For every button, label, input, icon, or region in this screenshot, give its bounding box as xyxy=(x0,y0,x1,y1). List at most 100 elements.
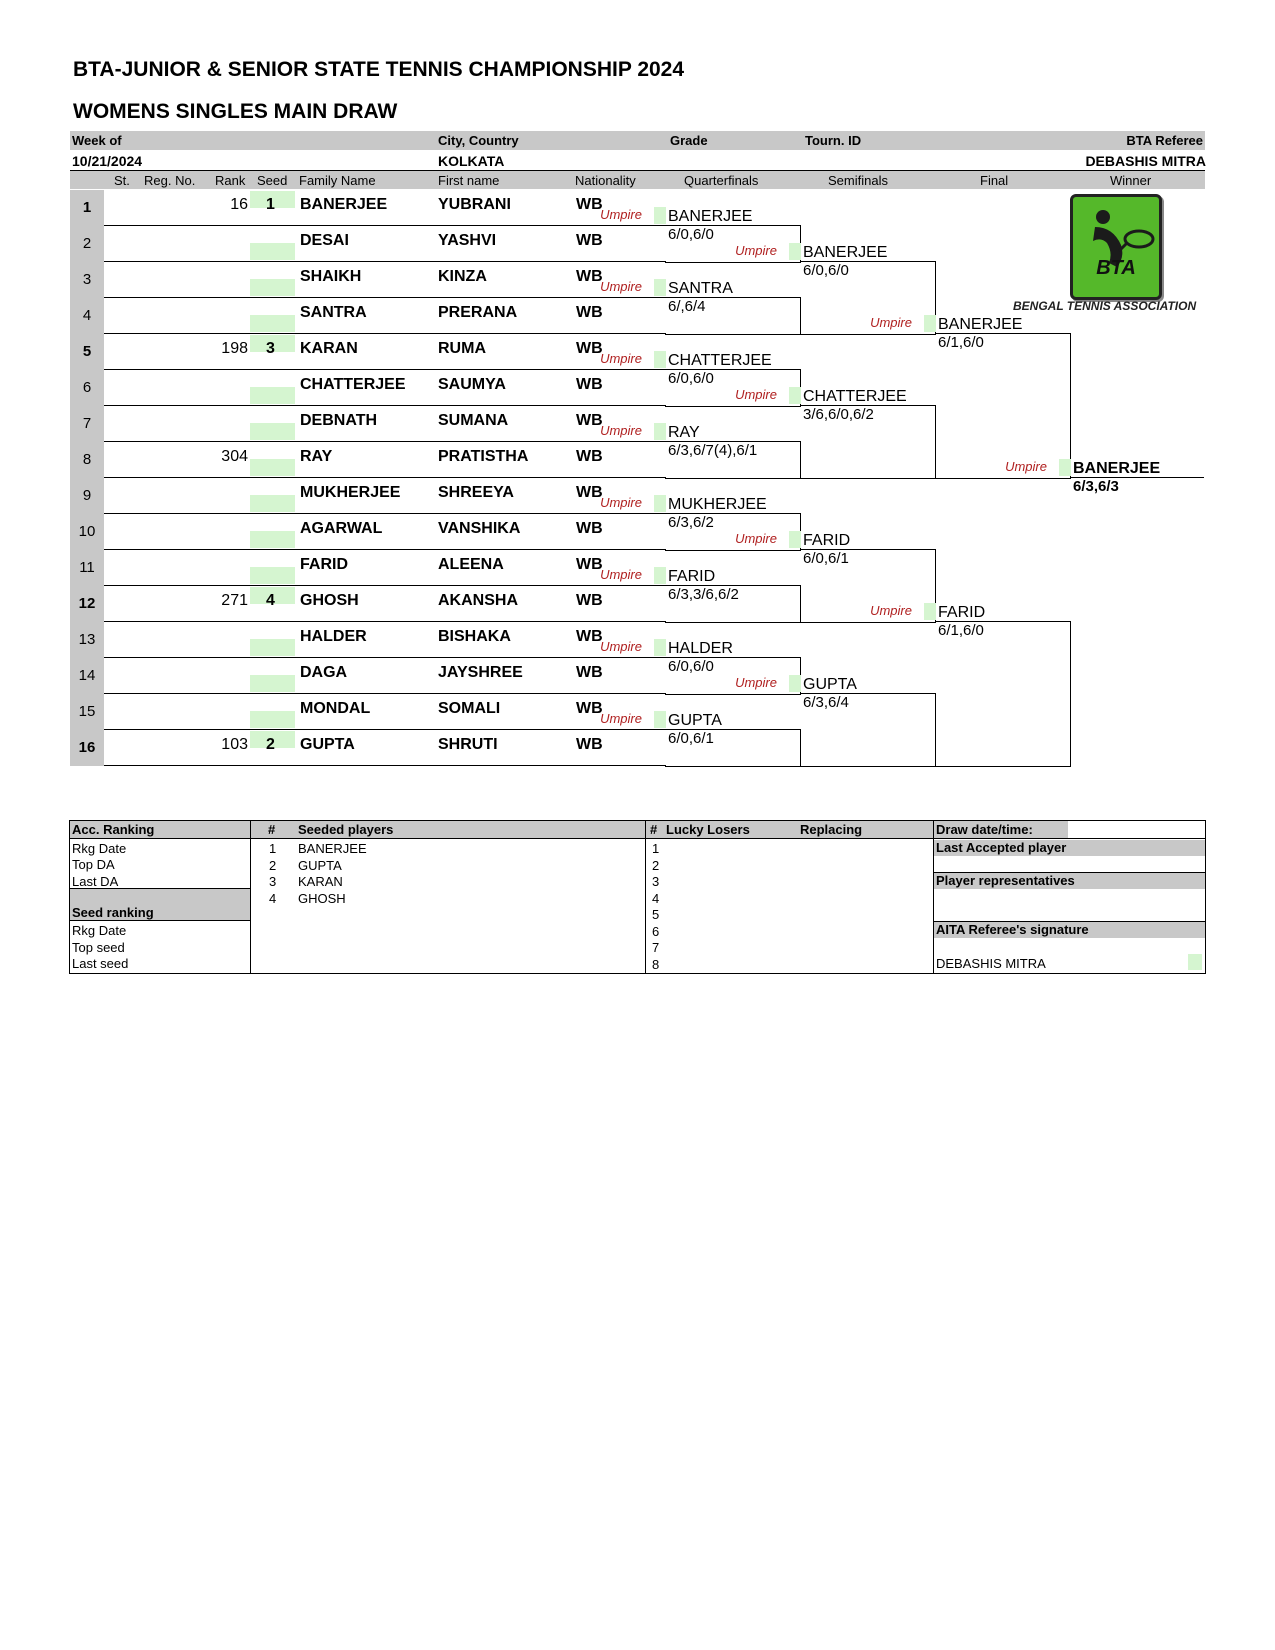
qf-player: HALDER xyxy=(668,640,733,657)
player-first-name: SHREEYA xyxy=(438,484,514,501)
referee-sig-box[interactable] xyxy=(1188,954,1202,970)
umpire-box[interactable] xyxy=(924,603,936,620)
final-score: 6/1,6/0 xyxy=(938,622,984,639)
bottom-sep-1 xyxy=(250,820,251,973)
umpire-box[interactable] xyxy=(1059,459,1071,476)
qf-player: CHATTERJEE xyxy=(668,352,772,369)
tournament-title: BTA-JUNIOR & SENIOR STATE TENNIS CHAMPIO… xyxy=(73,58,685,81)
row-line xyxy=(104,765,666,766)
sf-score: 6/0,6/0 xyxy=(803,262,849,279)
player-family-name: SANTRA xyxy=(300,304,367,321)
player-reps-label: Player representatives xyxy=(936,873,1075,888)
player-first-name: SHRUTI xyxy=(438,736,498,753)
acc-ranking-label: Acc. Ranking xyxy=(72,822,155,837)
seeded-player-name: GHOSH xyxy=(298,890,346,906)
player-family-name: DESAI xyxy=(300,232,349,249)
row-line xyxy=(104,297,666,298)
draw-position: 10 xyxy=(70,514,104,550)
referee-value: DEBASHIS MITRA xyxy=(1085,153,1206,169)
qf-score: 6/3,6/2 xyxy=(668,514,714,531)
umpire-box[interactable] xyxy=(789,675,801,692)
umpire-box[interactable] xyxy=(789,531,801,548)
seeded-player-name: KARAN xyxy=(298,874,343,889)
umpire-box[interactable] xyxy=(654,495,666,512)
sf-bracket xyxy=(800,261,936,335)
qf-bracket xyxy=(665,441,801,479)
seed-cell-empty[interactable] xyxy=(250,675,295,692)
col-semifinals: Semifinals xyxy=(828,173,888,188)
umpire-box[interactable] xyxy=(654,639,666,656)
header-divider xyxy=(70,170,1205,171)
row-line xyxy=(104,225,666,226)
player-rank: 198 xyxy=(221,340,248,357)
qf-bracket xyxy=(665,585,801,623)
sf-bracket xyxy=(800,405,936,479)
umpire-label: Umpire xyxy=(600,495,642,510)
player-nationality: WB xyxy=(576,232,603,249)
seed-cell-empty[interactable] xyxy=(250,387,295,404)
sf-player: GUPTA xyxy=(803,676,857,693)
draw-date-field[interactable] xyxy=(1068,821,1205,838)
umpire-box[interactable] xyxy=(789,387,801,404)
tennis-player-icon xyxy=(1093,210,1155,267)
qf-player: BANERJEE xyxy=(668,208,753,225)
seed-cell-empty[interactable] xyxy=(250,243,295,260)
seed-cell-empty[interactable] xyxy=(250,315,295,332)
umpire-box[interactable] xyxy=(654,351,666,368)
umpire-label: Umpire xyxy=(735,531,777,546)
player-nationality: WB xyxy=(576,484,603,501)
player-family-name: MUKHERJEE xyxy=(300,484,401,501)
seed-cell-empty[interactable] xyxy=(250,279,295,296)
seed-cell-empty[interactable] xyxy=(250,423,295,440)
umpire-box[interactable] xyxy=(924,315,936,332)
seed-cell-empty[interactable] xyxy=(250,639,295,656)
umpire-box[interactable] xyxy=(654,423,666,440)
player-first-name: VANSHIKA xyxy=(438,520,521,537)
header-band xyxy=(70,131,1205,150)
umpire-label: Umpire xyxy=(600,567,642,582)
player-family-name: CHATTERJEE xyxy=(300,376,406,393)
umpire-box[interactable] xyxy=(654,711,666,728)
winner-score: 6/3,6/3 xyxy=(1073,478,1119,495)
umpire-box[interactable] xyxy=(654,567,666,584)
player-nationality: WB xyxy=(576,376,603,393)
referee-label: BTA Referee xyxy=(1126,133,1203,148)
seed-cell-empty[interactable] xyxy=(250,567,295,584)
bottom-table xyxy=(69,820,1206,974)
umpire-label: Umpire xyxy=(600,639,642,654)
umpire-box[interactable] xyxy=(789,243,801,260)
umpire-box[interactable] xyxy=(654,279,666,296)
week-value: 10/21/2024 xyxy=(72,153,143,169)
player-family-name: MONDAL xyxy=(300,700,371,717)
col-seed: Seed xyxy=(257,173,288,188)
player-family-name: DAGA xyxy=(300,664,348,681)
seed-cell-empty[interactable] xyxy=(250,531,295,548)
seed-cell xyxy=(250,335,295,352)
qf-score: 6/,6/4 xyxy=(668,298,706,315)
seed-cell-empty[interactable] xyxy=(250,459,295,476)
tourn-id-label: Tourn. ID xyxy=(805,133,862,148)
qf-score: 6/0,6/1 xyxy=(668,730,714,747)
draw-position: 4 xyxy=(70,298,104,334)
last-da-label: Last DA xyxy=(72,874,119,889)
player-family-name: RAY xyxy=(300,448,333,465)
bottom-sep-3 xyxy=(933,820,934,973)
winner-name: BANERJEE xyxy=(1073,460,1161,477)
player-first-name: RUMA xyxy=(438,340,486,357)
bta-logo: BTA xyxy=(1070,194,1162,300)
umpire-box[interactable] xyxy=(654,207,666,224)
player-family-name: SHAIKH xyxy=(300,268,362,285)
col-family: Family Name xyxy=(299,173,376,188)
rkg-date-label: Rkg Date xyxy=(72,841,127,856)
row-line xyxy=(104,729,666,730)
bottom-sep-2 xyxy=(645,820,646,973)
seed-cell-empty[interactable] xyxy=(250,495,295,512)
umpire-label: Umpire xyxy=(600,711,642,726)
city-value: KOLKATA xyxy=(438,153,505,169)
row-line xyxy=(104,369,666,370)
player-nationality: WB xyxy=(576,664,603,681)
seed-cell-empty[interactable] xyxy=(250,711,295,728)
lucky-loser-number: 6 xyxy=(652,923,660,939)
draw-position: 1 xyxy=(70,190,104,226)
col-final: Final xyxy=(980,173,1009,188)
